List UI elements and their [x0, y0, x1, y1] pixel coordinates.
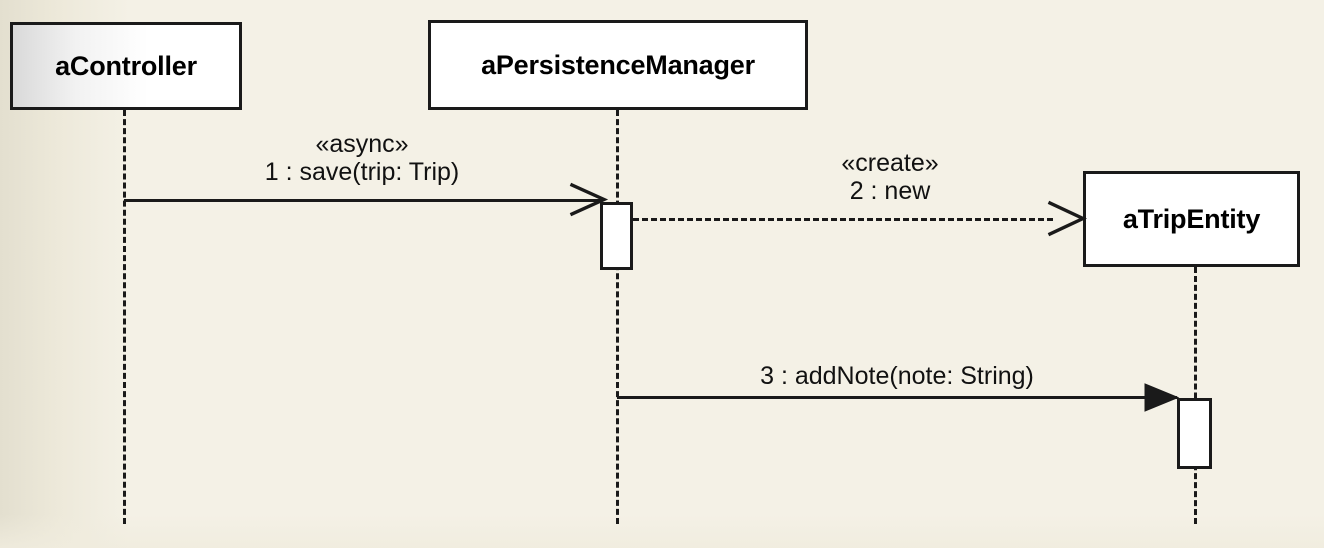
message-3-text: 3 : addNote(note: String) — [760, 362, 1034, 390]
message-2-label: «create» 2 : new — [700, 149, 1080, 205]
message-2-stereotype: «create» — [841, 149, 939, 177]
message-2-arrowhead-open — [1047, 200, 1087, 237]
lifeline-line-apersistencemanager — [616, 110, 619, 524]
message-1-arrowhead-open — [569, 182, 609, 217]
lifeline-label-acontroller: aController — [55, 50, 197, 81]
message-1-line[interactable] — [124, 199, 600, 202]
lifeline-box-acontroller[interactable]: aController — [10, 22, 242, 110]
message-1-label: «async» 1 : save(trip: Trip) — [124, 130, 600, 186]
message-1-stereotype: «async» — [315, 130, 409, 158]
message-3-label: 3 : addNote(note: String) — [617, 362, 1177, 390]
lifeline-box-atripentity[interactable]: aTripEntity — [1083, 171, 1300, 267]
lifeline-box-apersistencemanager[interactable]: aPersistenceManager — [428, 20, 808, 110]
activation-bar-atripentity[interactable] — [1177, 398, 1212, 469]
lifeline-label-apersistencemanager: aPersistenceManager — [481, 49, 755, 80]
activation-bar-apersistencemanager[interactable] — [600, 202, 633, 270]
message-1-text: 1 : save(trip: Trip) — [264, 158, 460, 186]
lifeline-line-atripentity — [1194, 267, 1197, 524]
background-gradient-bottom — [0, 514, 1324, 548]
message-3-arrowhead-filled — [1144, 383, 1180, 412]
message-2-line[interactable] — [633, 218, 1053, 221]
message-3-line[interactable] — [617, 396, 1177, 399]
lifeline-label-atripentity: aTripEntity — [1122, 203, 1261, 234]
lifeline-line-acontroller — [123, 110, 126, 524]
message-2-text: 2 : new — [849, 177, 931, 205]
